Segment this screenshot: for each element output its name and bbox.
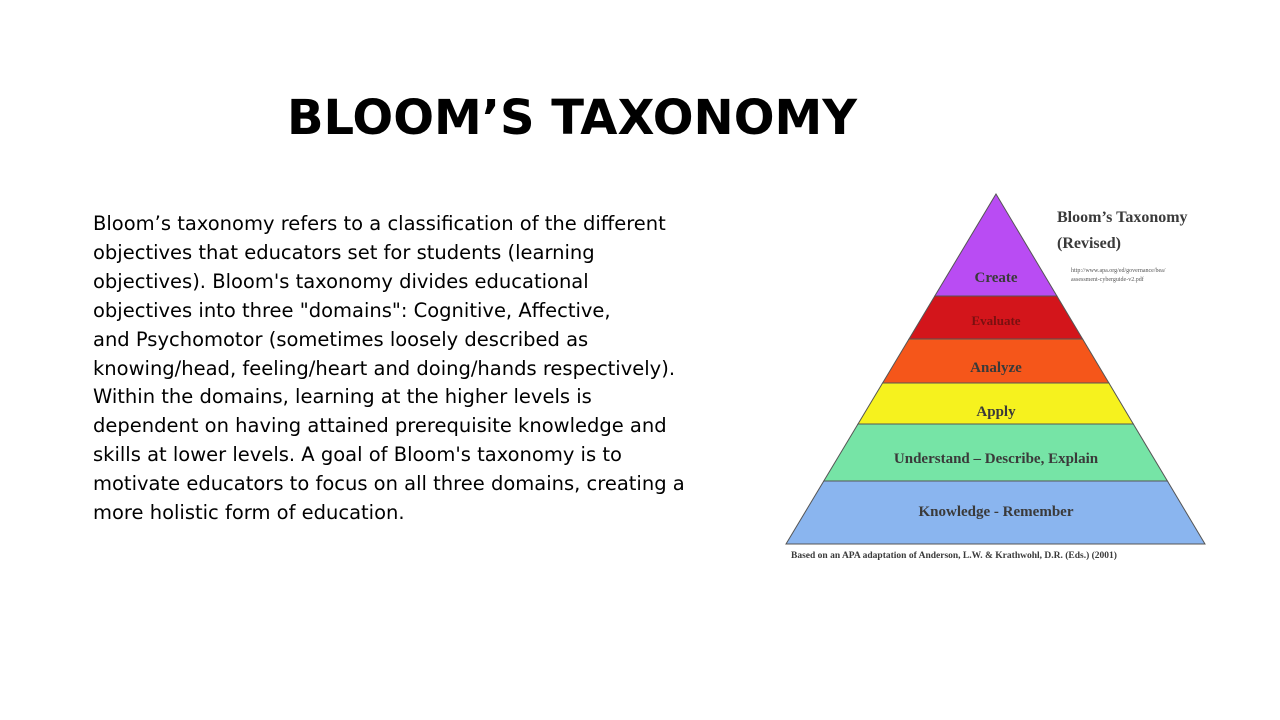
body-line: objectives into three "domains": Cogniti… <box>93 298 611 322</box>
pyramid-level-knowledge <box>785 480 1206 545</box>
body-line: objectives that educators set for studen… <box>93 240 595 264</box>
pyramid-label-analyze: Analyze <box>970 360 1022 376</box>
figure-url-line2: assessment-cyberguide-v2.pdf <box>1071 276 1144 283</box>
body-line: Bloom’s taxonomy refers to a classificat… <box>93 212 666 235</box>
figure-source-note: Based on an APA adaptation of Anderson, … <box>791 550 1117 561</box>
body-paragraph: Bloom’s taxonomy refers to a classificat… <box>93 210 773 528</box>
figure-url-line1: http://www.apa.org/ed/governance/bea/ <box>1071 268 1166 274</box>
figure-title-line1: Bloom’s Taxonomy <box>1057 209 1188 226</box>
body-line: objectives). Bloom's taxonomy divides ed… <box>93 269 589 293</box>
bloom-pyramid-figure: Create Evaluate Analyze Apply Understand… <box>775 180 1215 580</box>
pyramid-label-create: Create <box>974 270 1017 286</box>
body-line: skills at lower levels. A goal of Bloom'… <box>93 443 622 467</box>
body-line: and Psychomotor (sometimes loosely descr… <box>93 327 589 351</box>
pyramid-label-evaluate: Evaluate <box>971 313 1020 328</box>
pyramid-label-understand: Understand – Describe, Explain <box>894 451 1099 467</box>
body-line: motivate educators to focus on all three… <box>93 472 685 496</box>
pyramid-label-apply: Apply <box>976 404 1016 420</box>
body-line: knowing/head, feeling/heart and doing/ha… <box>93 356 676 380</box>
slide-title: BLOOM’S TAXONOMY <box>286 90 858 146</box>
body-line: Within the domains, learning at the high… <box>93 385 592 409</box>
pyramid-label-knowledge: Knowledge - Remember <box>919 504 1074 520</box>
body-line: more holistic form of education. <box>93 501 405 525</box>
body-line: dependent on having attained prerequisit… <box>93 414 667 438</box>
figure-title-line2: (Revised) <box>1057 235 1121 252</box>
